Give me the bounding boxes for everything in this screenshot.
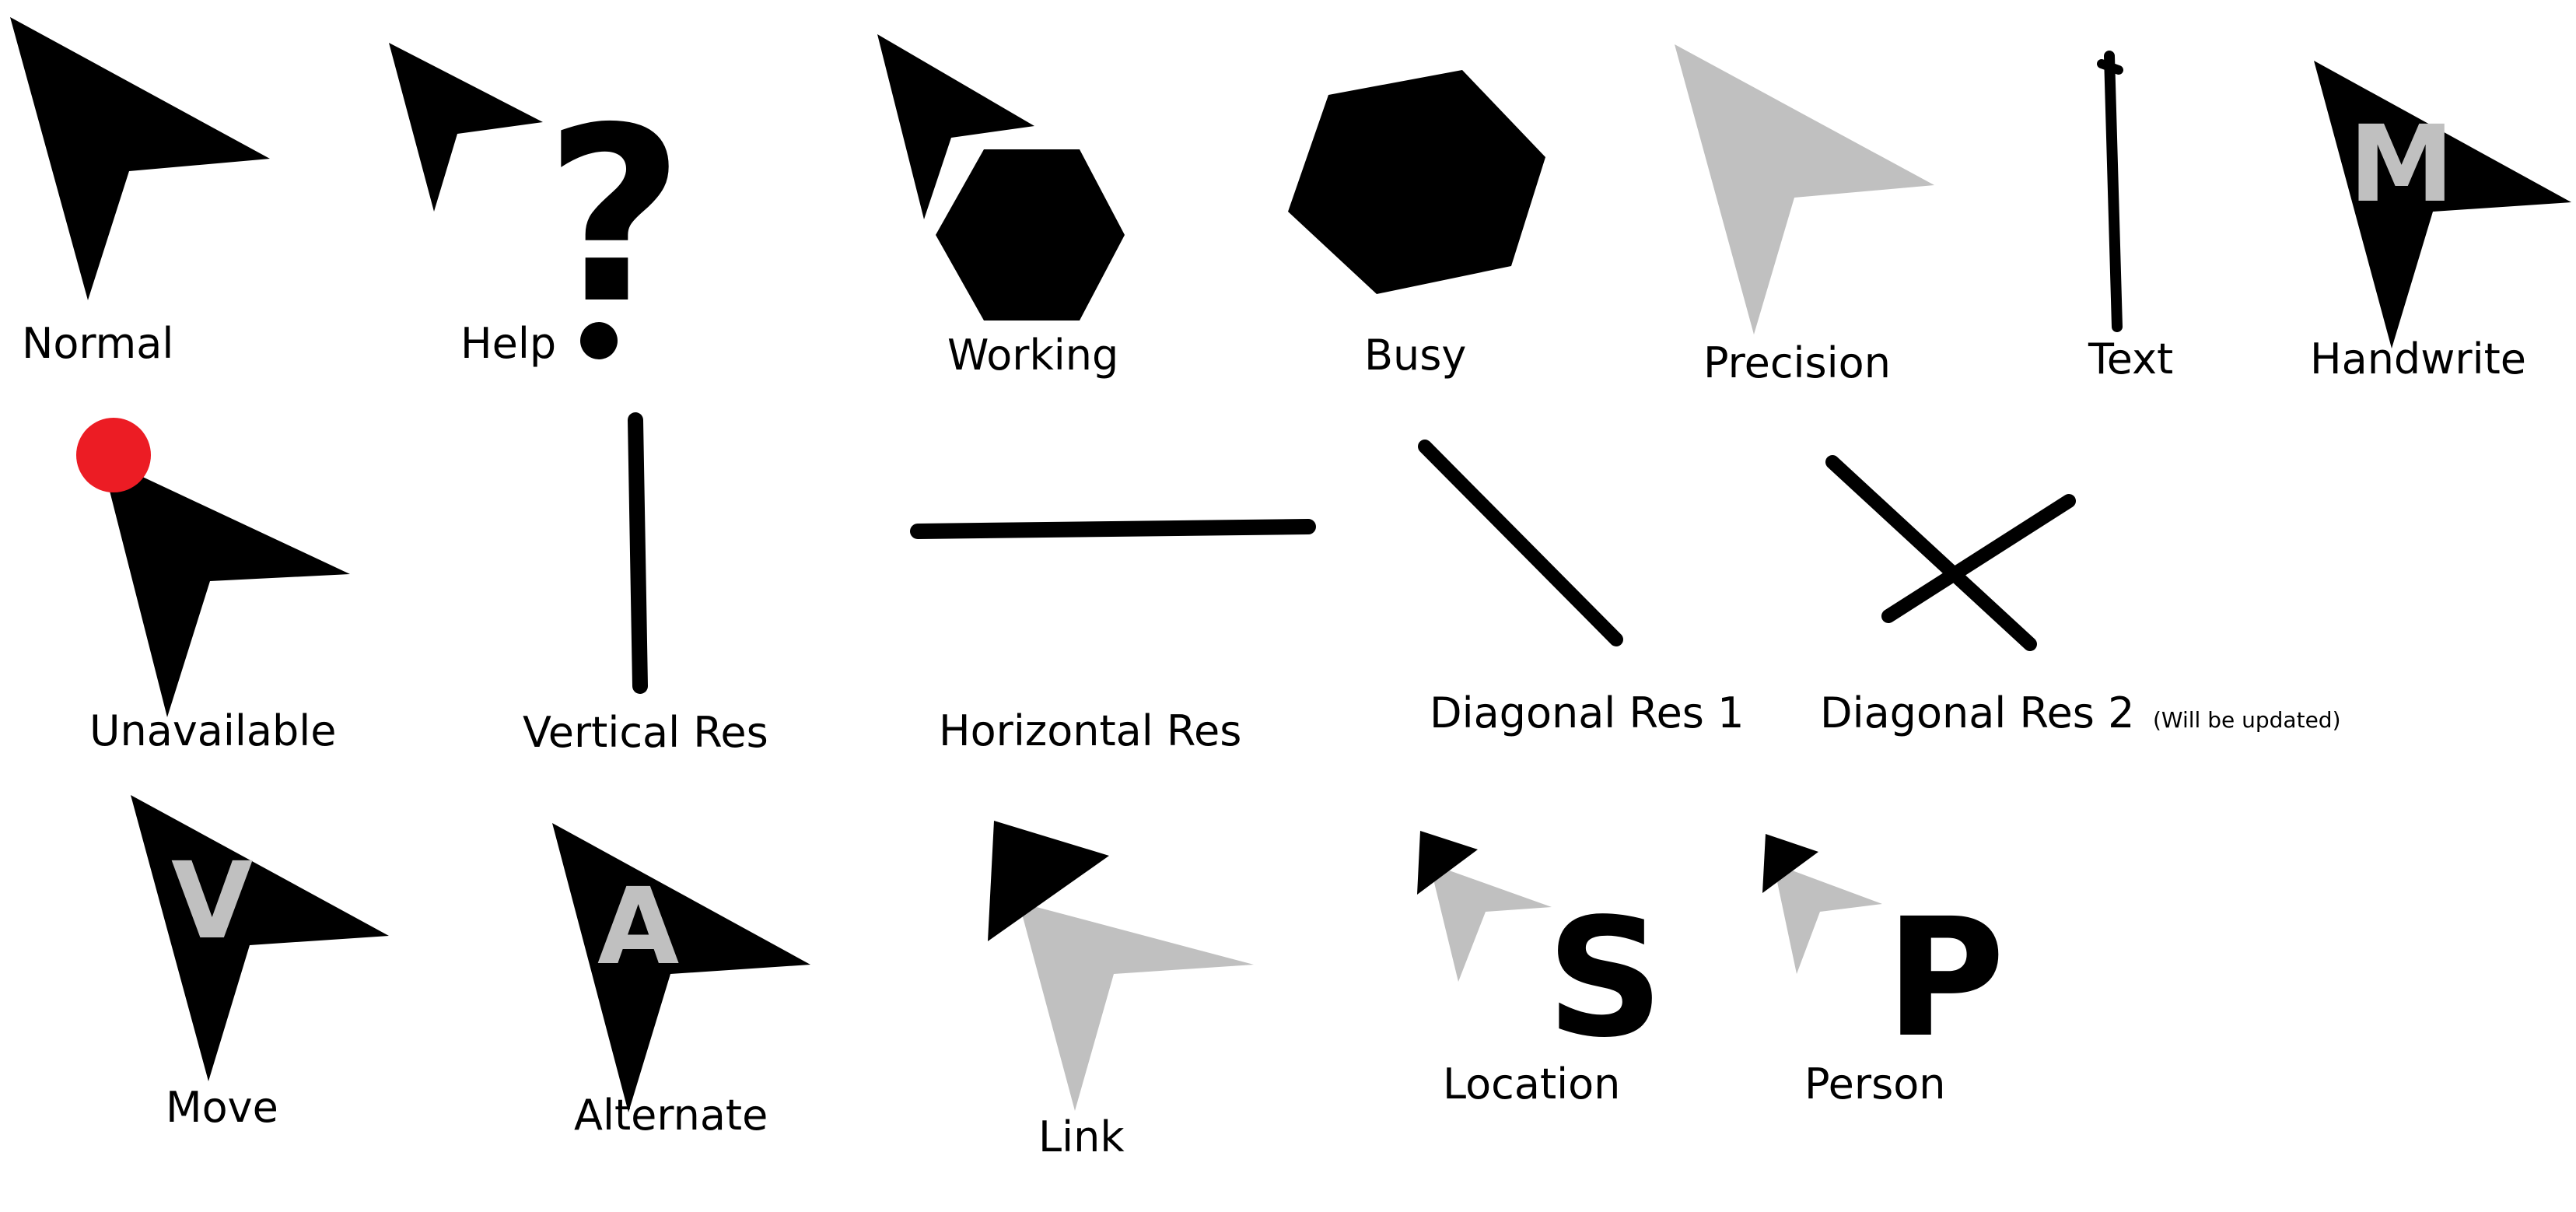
cursor-label-precision: Precision: [1703, 338, 1891, 387]
diagonal-line-icon: [1418, 440, 1623, 646]
arrow-pointer-icon: [131, 795, 389, 1081]
cursor-label-busy: Busy: [1364, 331, 1466, 380]
cursor-diagonal-res-1: Diagonal Res 1: [1418, 440, 1744, 737]
black-arrow-tip-icon: [988, 821, 1109, 941]
cursor-move: V Move: [131, 795, 389, 1132]
gray-arrow-icon: [1430, 863, 1552, 982]
cursor-label-unavailable: Unavailable: [89, 706, 337, 755]
cursor-label-diagonal-res-2: Diagonal Res 2: [1820, 688, 2134, 737]
update-note: (Will be updated): [2153, 707, 2341, 733]
diagonal-line-icon: [1881, 494, 2076, 623]
cursor-label-help: Help: [460, 319, 556, 368]
cursor-label-working: Working: [947, 331, 1118, 380]
diagonal-line-icon: [1825, 455, 2037, 651]
letter-a-icon: A: [597, 866, 679, 989]
cursor-horizontal-res: Horizontal Res: [910, 519, 1316, 755]
gray-arrow-icon: [1773, 863, 1882, 974]
i-beam-icon: [2104, 51, 2123, 332]
cursor-label-horizontal-res: Horizontal Res: [939, 706, 1241, 755]
cursor-unavailable: Unavailable: [76, 418, 350, 755]
gray-arrow-icon: [1675, 44, 1934, 335]
arrow-pointer-icon: [877, 34, 1034, 219]
arrow-pointer-icon: [2314, 61, 2571, 349]
hexagon-icon: [1288, 70, 1545, 294]
cursor-precision: Precision: [1675, 44, 1934, 387]
cursor-busy: Busy: [1288, 70, 1545, 380]
vertical-line-icon: [628, 412, 648, 694]
i-beam-tick: [2097, 59, 2123, 75]
horizontal-line-icon: [910, 519, 1316, 539]
arrow-pointer-icon: [10, 17, 270, 300]
cursor-label-move: Move: [166, 1083, 278, 1132]
letter-s-icon: S: [1546, 883, 1664, 1074]
arrow-pointer-icon: [101, 457, 350, 717]
cursor-help: ? Help: [389, 43, 684, 368]
cursor-alternate: A Alternate: [552, 823, 810, 1140]
hexagon-icon: [936, 149, 1125, 321]
cursor-vertical-res: Vertical Res: [523, 412, 768, 757]
cursor-diagonal-res-2: Diagonal Res 2 (Will be updated): [1820, 455, 2341, 737]
cursor-label-normal: Normal: [22, 319, 173, 368]
cursor-handwrite: M Handwrite: [2310, 61, 2571, 384]
black-arrow-tip-icon: [1762, 834, 1818, 893]
gray-arrow-icon: [1019, 902, 1254, 1111]
cursor-location: S Location: [1417, 831, 1664, 1109]
cursor-label-link: Link: [1038, 1112, 1125, 1161]
arrow-pointer-icon: [552, 823, 810, 1112]
black-arrow-tip-icon: [1417, 831, 1478, 895]
cursor-link: Link: [988, 821, 1254, 1161]
cursor-person: P Person: [1762, 834, 2005, 1109]
letter-m-icon: M: [2349, 103, 2454, 226]
cursor-label-handwrite: Handwrite: [2310, 335, 2526, 384]
cursor-label-person: Person: [1804, 1060, 1945, 1109]
red-dot-icon: [76, 418, 151, 492]
arrow-pointer-icon: [389, 43, 543, 212]
question-mark-icon: ?: [544, 76, 684, 357]
cursor-label-alternate: Alternate: [574, 1091, 768, 1140]
cursor-label-location: Location: [1443, 1060, 1620, 1109]
letter-p-icon: P: [1885, 883, 2005, 1074]
cursor-text: Text: [2088, 51, 2173, 384]
cursor-working: Working: [877, 34, 1125, 380]
cursor-label-text: Text: [2088, 335, 2173, 384]
cursor-label-diagonal-res-1: Diagonal Res 1: [1430, 688, 1744, 737]
cursor-normal: Normal: [10, 17, 270, 368]
cursor-label-vertical-res: Vertical Res: [523, 708, 768, 757]
letter-v-icon: V: [171, 840, 253, 963]
help-dot-icon: [580, 322, 618, 359]
